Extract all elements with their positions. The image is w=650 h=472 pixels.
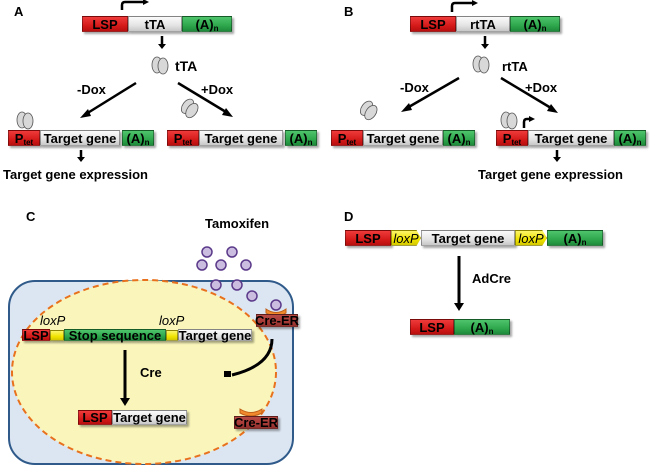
target-gene: Target gene — [199, 130, 283, 146]
minus-dox-label: -Dox — [77, 82, 106, 97]
loxp-site: loxP — [391, 230, 421, 246]
minus-dox-arrowhead — [401, 103, 412, 112]
transcription-start-arrowhead — [529, 116, 535, 122]
down-arrowhead — [77, 157, 85, 162]
tta-bound-icon — [16, 111, 34, 130]
transcription-start-arrowhead — [143, 0, 149, 5]
tamoxifen-molecules — [196, 246, 282, 311]
polya-tail: (A)n — [285, 130, 317, 147]
panel-d-shapes — [454, 256, 464, 311]
transcription-start-arrow — [120, 0, 143, 10]
tta-protein-label: tTA — [175, 58, 198, 74]
lsp-promoter: LSP — [82, 16, 128, 32]
polya-tail: (A)n — [122, 130, 154, 147]
minus-dox-label: -Dox — [400, 80, 429, 95]
down-arrowhead — [553, 157, 561, 162]
polya-tail: (A)n — [454, 319, 510, 336]
lsp-promoter: LSP — [22, 327, 50, 343]
down-arrowhead — [158, 44, 166, 49]
stop-sequence: Stop sequence — [64, 328, 166, 343]
plus-dox-label: +Dox — [201, 82, 234, 97]
translocation-arrowhead — [224, 371, 231, 377]
transcription-start-arrow — [522, 117, 530, 128]
polya-tail: (A)n — [510, 16, 560, 33]
cre-er-protein: Cre-ER — [254, 313, 300, 328]
polya-tail: (A)n — [547, 230, 603, 247]
outcome-label: Target gene expression — [3, 167, 148, 182]
rtta-free-icon — [359, 100, 378, 121]
plus-dox-label: +Dox — [525, 80, 558, 95]
panel-a-label: A — [14, 4, 24, 19]
loxp-label: loxP — [40, 313, 66, 328]
polya-tail: (A)n — [614, 130, 646, 147]
down-arrowhead — [481, 44, 489, 49]
target-gene: Target gene — [363, 130, 443, 146]
panel-d-label: D — [344, 209, 354, 224]
loxp-site — [50, 330, 64, 341]
lsp-promoter: LSP — [345, 230, 391, 246]
cre-er-protein: Cre-ER — [233, 415, 279, 430]
rtta-bound-icon — [500, 111, 518, 130]
minus-dox-arrow — [85, 81, 137, 116]
rtta-protein-label: rtTA — [502, 59, 528, 74]
rtta-gene: rtTA — [456, 16, 510, 32]
lsp-promoter: LSP — [410, 16, 456, 32]
target-gene: Target gene — [40, 130, 120, 146]
cre-label: Cre — [140, 365, 162, 380]
loxp-site: loxP — [515, 230, 547, 246]
loxp-site — [166, 330, 178, 341]
panel-a-shapes — [16, 0, 233, 162]
plus-dox-arrow — [500, 76, 552, 110]
tta-protein-icon — [151, 56, 169, 75]
rtta-protein-icon — [472, 55, 490, 74]
adcre-arrowhead — [454, 303, 464, 311]
target-gene: Target gene — [112, 410, 187, 425]
polya-tail: (A)n — [182, 16, 232, 33]
panel-c-shapes — [8, 246, 294, 465]
target-gene: Target gene — [421, 230, 515, 246]
plus-dox-arrowhead — [222, 108, 233, 117]
panel-c-label: C — [26, 209, 36, 224]
polya-tail: (A)n — [443, 130, 475, 147]
panel-b-label: B — [344, 4, 354, 19]
target-gene: Target gene — [528, 130, 614, 146]
plus-dox-arrowhead — [547, 104, 558, 113]
adcre-label: AdCre — [472, 271, 512, 286]
target-gene: Target gene — [178, 327, 252, 343]
tamoxifen-label: Tamoxifen — [205, 216, 270, 231]
estrogen-receptor-icon — [239, 408, 263, 417]
minus-dox-arrow — [406, 76, 460, 110]
translocation-arrow — [231, 338, 274, 377]
minus-dox-arrowhead — [80, 109, 91, 118]
loxp-label: loxP — [159, 313, 185, 328]
tta-gene: tTA — [128, 16, 182, 32]
cre-arrowhead — [120, 398, 130, 406]
tta-released-icon — [180, 98, 199, 119]
lsp-promoter: LSP — [410, 319, 454, 335]
lsp-promoter: LSP — [78, 410, 112, 425]
transcription-start-arrowhead — [472, 0, 478, 6]
panel-b-shapes — [359, 0, 561, 162]
transcription-start-arrow — [450, 1, 472, 12]
plus-dox-arrow — [177, 81, 227, 114]
outcome-label: Target gene expression — [478, 167, 623, 182]
